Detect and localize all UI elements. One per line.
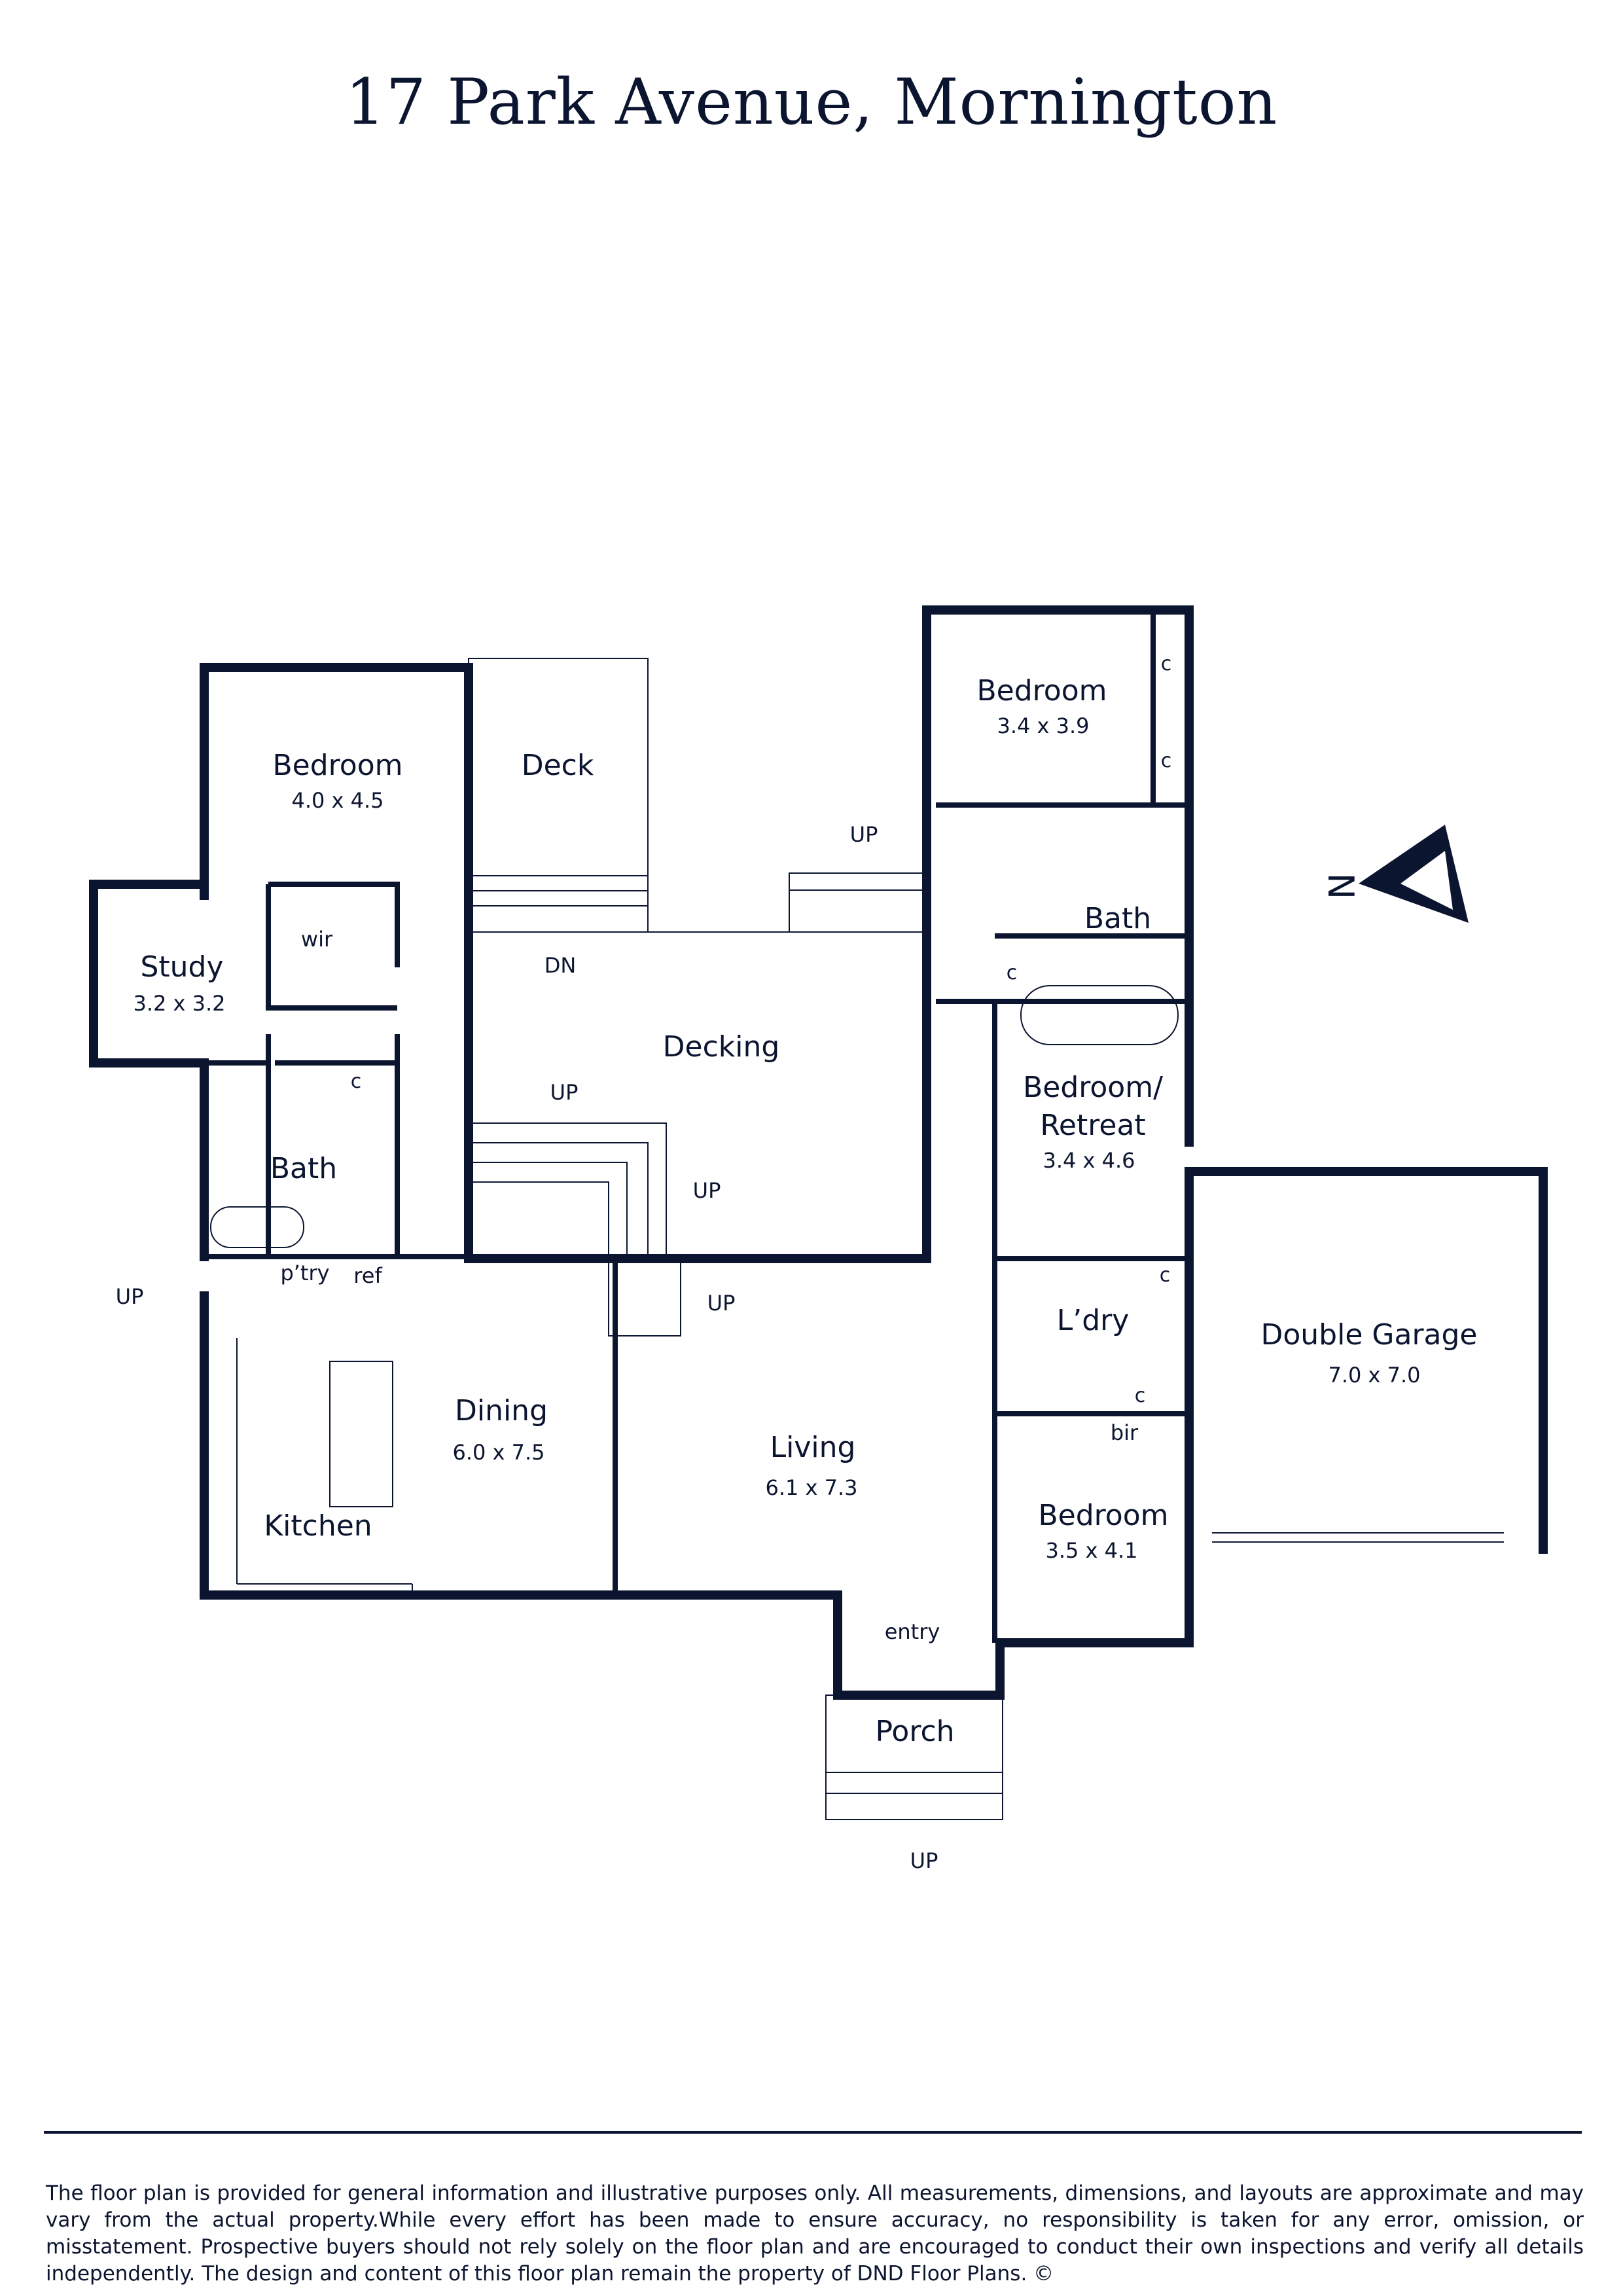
room-name-retreat-line2: Retreat [1040, 1109, 1145, 1142]
room-name-bir: bir [1111, 1420, 1139, 1445]
cupboard-label: c [1007, 961, 1018, 984]
stair-down-label: DN [544, 953, 577, 978]
room-name-dining: Dining [455, 1394, 548, 1427]
room-dims-retreat: 3.4 x 4.6 [1043, 1148, 1135, 1173]
room-name-pantry: p’try [280, 1261, 329, 1285]
room-name-laundry: L’dry [1057, 1304, 1130, 1337]
disclaimer-text: The floor plan is provided for general i… [46, 2181, 1584, 2286]
room-name-entry: entry [885, 1619, 940, 1644]
plan-title: 17 Park Avenue, Mornington [345, 65, 1278, 139]
room-name-living: Living [770, 1431, 856, 1464]
stair-up-label: UP [707, 1291, 736, 1316]
room-dims-bedroom-se: 3.5 x 4.1 [1045, 1538, 1137, 1563]
room-name-bath-east: Bath [1084, 902, 1151, 935]
footer-divider [44, 2131, 1582, 2134]
compass-label: N [1320, 873, 1361, 899]
cupboard-label: c [1160, 1264, 1171, 1287]
stair-up-label: UP [116, 1284, 144, 1309]
stair-up-label: UP [693, 1178, 721, 1203]
room-labels: N Bedroom 4.0 x 4.5 Deck Study 3.2 x 3.2… [116, 653, 1478, 1873]
room-dims-dining: 6.0 x 7.5 [452, 1440, 544, 1465]
stair-up-label: UP [850, 822, 878, 847]
room-name-retreat-line1: Bedroom/ [1023, 1071, 1163, 1104]
cupboard-label: c [1161, 653, 1172, 675]
room-name-kitchen: Kitchen [264, 1509, 372, 1543]
room-dims-garage: 7.0 x 7.0 [1328, 1363, 1420, 1388]
room-name-wir: wir [301, 927, 333, 952]
room-name-bedroom-se: Bedroom [1038, 1499, 1168, 1532]
room-name-decking: Decking [663, 1030, 780, 1064]
room-dims-living: 6.1 x 7.3 [765, 1475, 857, 1500]
compass [1359, 825, 1469, 923]
room-dims-bedroom-nw: 4.0 x 4.5 [291, 788, 383, 813]
room-name-garage: Double Garage [1260, 1318, 1477, 1352]
room-name-study: Study [140, 950, 223, 984]
room-name-bedroom-nw: Bedroom [272, 749, 402, 782]
cupboard-label: c [351, 1070, 362, 1093]
stair-up-label: UP [910, 1848, 938, 1873]
stair-up-label: UP [550, 1080, 579, 1105]
room-name-deck: Deck [522, 749, 594, 782]
cupboard-label: c [1161, 749, 1172, 772]
room-name-bedroom-ne: Bedroom [976, 674, 1107, 708]
deck-outlines [210, 658, 1535, 1820]
room-name-ref: ref [353, 1263, 382, 1288]
room-dims-bedroom-ne: 3.4 x 3.9 [997, 713, 1089, 738]
cupboard-label: c [1135, 1384, 1146, 1407]
room-name-bath-west: Bath [270, 1152, 337, 1185]
room-name-porch: Porch [875, 1715, 954, 1748]
interior-walls [204, 610, 1189, 1643]
room-dims-study: 3.2 x 3.2 [133, 991, 225, 1016]
